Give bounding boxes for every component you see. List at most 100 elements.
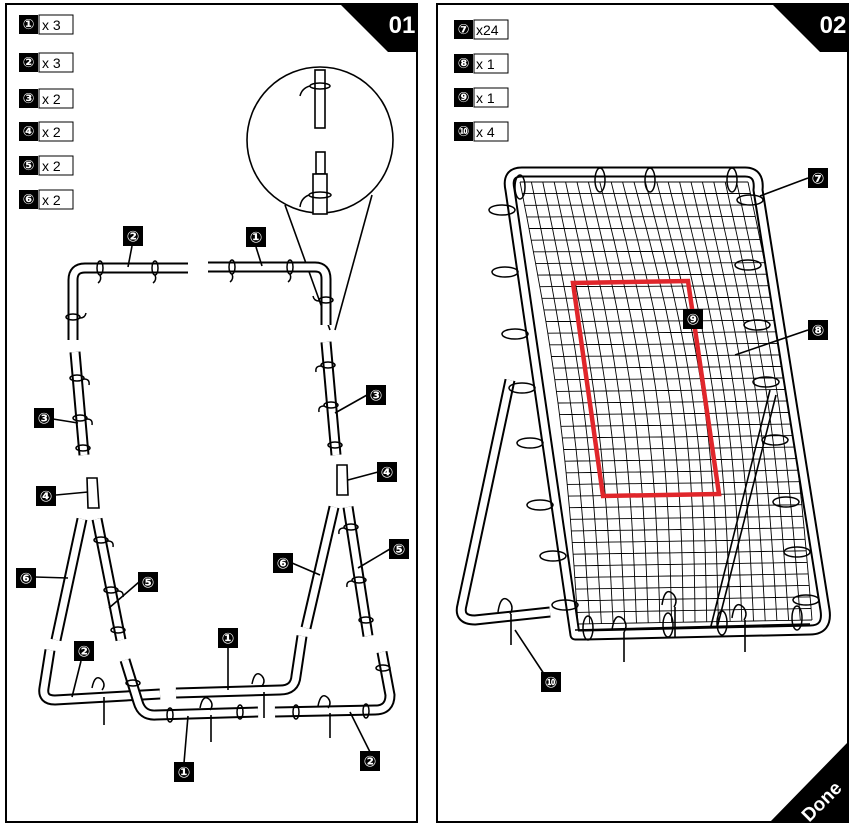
net-strand: [570, 515, 803, 520]
left-side-pipe-5: [91, 517, 127, 642]
callout-badge-10: ⑩: [541, 672, 561, 692]
net-strand: [547, 331, 778, 334]
svg-text:x 1: x 1: [476, 90, 495, 106]
net-strand: [575, 584, 810, 590]
top-left-frame-pipe: [65, 260, 188, 340]
net-strand: [571, 527, 805, 532]
svg-text:⑨: ⑨: [458, 90, 470, 106]
callout-badge-7: ⑦: [808, 168, 828, 188]
svg-text:①: ①: [178, 764, 191, 782]
svg-text:⑥: ⑥: [277, 555, 290, 573]
svg-text:x 2: x 2: [42, 158, 61, 174]
svg-text:⑨: ⑨: [687, 311, 700, 329]
right-side-pipe-5: [338, 506, 374, 637]
callout-badge-5: ⑤: [138, 572, 158, 592]
net-strand: [551, 354, 782, 357]
parts-list-item: ⑥ x 2: [19, 189, 74, 210]
svg-text:x 2: x 2: [42, 91, 61, 107]
parts-list-item: ⑨ x 1: [454, 87, 509, 108]
svg-text:⑦: ⑦: [812, 170, 825, 188]
bottom-middle-pipe-1: [175, 635, 308, 718]
left-brace-pipe-6: [50, 517, 88, 642]
bottom-left-foot-pipe-2: [38, 649, 161, 725]
rear-support-frame: [455, 378, 777, 633]
target-zone: [570, 278, 722, 499]
callout-badge-4: ④: [377, 462, 397, 482]
net-strand: [566, 469, 799, 474]
top-right-frame-pipe: [208, 259, 334, 325]
right-brace-pipe-6: [300, 505, 340, 630]
svg-text:x24: x24: [476, 22, 499, 38]
net-strand: [531, 239, 761, 241]
callout-badge-2: ②: [74, 641, 94, 661]
callout-badge-3: ③: [366, 385, 386, 405]
callout-badge-1: ①: [246, 227, 266, 247]
callout-badge-6: ⑥: [16, 568, 36, 588]
net-strand: [577, 619, 813, 625]
right-connector-4: [336, 464, 349, 496]
svg-text:⑧: ⑧: [812, 322, 825, 340]
net-strand: [576, 596, 811, 602]
svg-text:x 3: x 3: [42, 55, 61, 71]
svg-text:③: ③: [370, 387, 383, 405]
callout-badge-9: ⑨: [683, 309, 703, 329]
rebound-net: [519, 181, 813, 625]
svg-text:④: ④: [40, 488, 53, 506]
svg-text:①: ①: [250, 229, 263, 247]
net-strand: [535, 262, 765, 264]
callout-badge-2: ②: [360, 751, 380, 771]
right-side-pipe-3: [315, 341, 343, 456]
parts-list-item: ⑦ x24: [454, 19, 509, 40]
callout-badge-3: ③: [34, 408, 54, 428]
svg-text:⑩: ⑩: [458, 124, 470, 140]
callout-badge-5: ⑤: [389, 539, 409, 559]
svg-text:④: ④: [381, 464, 394, 482]
net-strand: [553, 365, 784, 369]
svg-text:③: ③: [23, 91, 35, 107]
step-1-panel: 01 ① x 3 ② x 3 ③ x 2: [5, 3, 418, 823]
svg-text:①: ①: [23, 17, 35, 33]
bottom-right-foot-pipe-2: [274, 650, 396, 738]
svg-text:⑤: ⑤: [393, 541, 406, 559]
parts-list-item: ⑧ x 1: [454, 53, 509, 74]
parts-list-item: ⑩ x 4: [454, 121, 509, 142]
detail-zoom-circle: [246, 66, 394, 331]
step-2-panel: 02 Done ⑦ x24 ⑧ x 1 ⑨ x 1: [436, 3, 849, 826]
step-2-number: 02: [820, 12, 847, 39]
net-strand: [564, 458, 797, 462]
svg-text:①: ①: [222, 630, 235, 648]
net-strand: [563, 446, 796, 450]
rebounder-frame: [503, 166, 831, 641]
net-strand: [569, 504, 802, 509]
step-2-parts-list: ⑦ x24 ⑧ x 1 ⑨ x 1 ⑩ x 4: [454, 19, 509, 142]
svg-text:②: ②: [78, 643, 91, 661]
net-strand: [554, 377, 786, 381]
step-1-parts-list: ① x 3 ② x 3 ③ x 2 ④ x 2: [19, 14, 74, 210]
svg-text:x 3: x 3: [42, 17, 61, 33]
net-strand: [572, 538, 806, 544]
svg-text:②: ②: [23, 55, 35, 71]
net-strand: [574, 573, 809, 578]
svg-text:⑦: ⑦: [458, 22, 470, 38]
svg-text:⑧: ⑧: [458, 56, 470, 72]
net-strand: [567, 481, 800, 485]
net-strand: [559, 412, 791, 416]
svg-text:④: ④: [23, 124, 35, 140]
svg-text:③: ③: [38, 410, 51, 428]
svg-text:⑤: ⑤: [142, 574, 155, 592]
svg-text:②: ②: [364, 753, 377, 771]
bungee-loops: [488, 167, 820, 641]
done-corner: [770, 742, 848, 822]
parts-list-item: ② x 3: [19, 52, 74, 73]
svg-text:⑥: ⑥: [23, 192, 35, 208]
net-strand: [577, 608, 812, 613]
svg-text:x 2: x 2: [42, 124, 61, 140]
net-strand: [539, 285, 770, 288]
callout-badge-1: ①: [174, 762, 194, 782]
bottom-left-foot-pipe-1: [119, 658, 259, 742]
callout-badge-8: ⑧: [808, 320, 828, 340]
left-side-pipe-3: [69, 351, 93, 456]
parts-list-item: ④ x 2: [19, 121, 74, 142]
net-strand: [573, 561, 808, 567]
net-strand: [573, 550, 807, 555]
